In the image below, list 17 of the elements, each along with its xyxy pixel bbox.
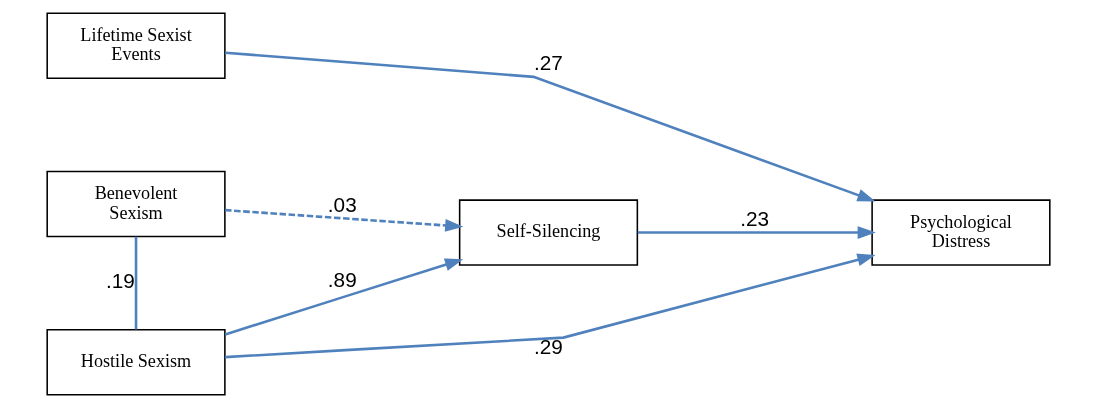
edge-label: .19 (106, 269, 135, 293)
arrow (225, 51, 876, 202)
node-box: Benevolent Sexism (46, 170, 226, 238)
edge-label: .89 (327, 267, 357, 291)
edge-label: .27 (534, 51, 563, 75)
node-box: Self-Silencing (458, 199, 639, 266)
edge-label: .23 (740, 206, 770, 230)
arrow (224, 258, 464, 336)
arrow (225, 253, 876, 359)
arrow (637, 226, 876, 239)
edge-label: .29 (534, 335, 563, 359)
node-box: Psychological Distress (871, 199, 1051, 266)
node-box: Lifetime Sexist Events (46, 12, 226, 79)
connector (134, 236, 138, 330)
arrow (225, 208, 464, 232)
edge-label: .03 (327, 192, 357, 216)
node-box: Hostile Sexism (46, 329, 226, 396)
